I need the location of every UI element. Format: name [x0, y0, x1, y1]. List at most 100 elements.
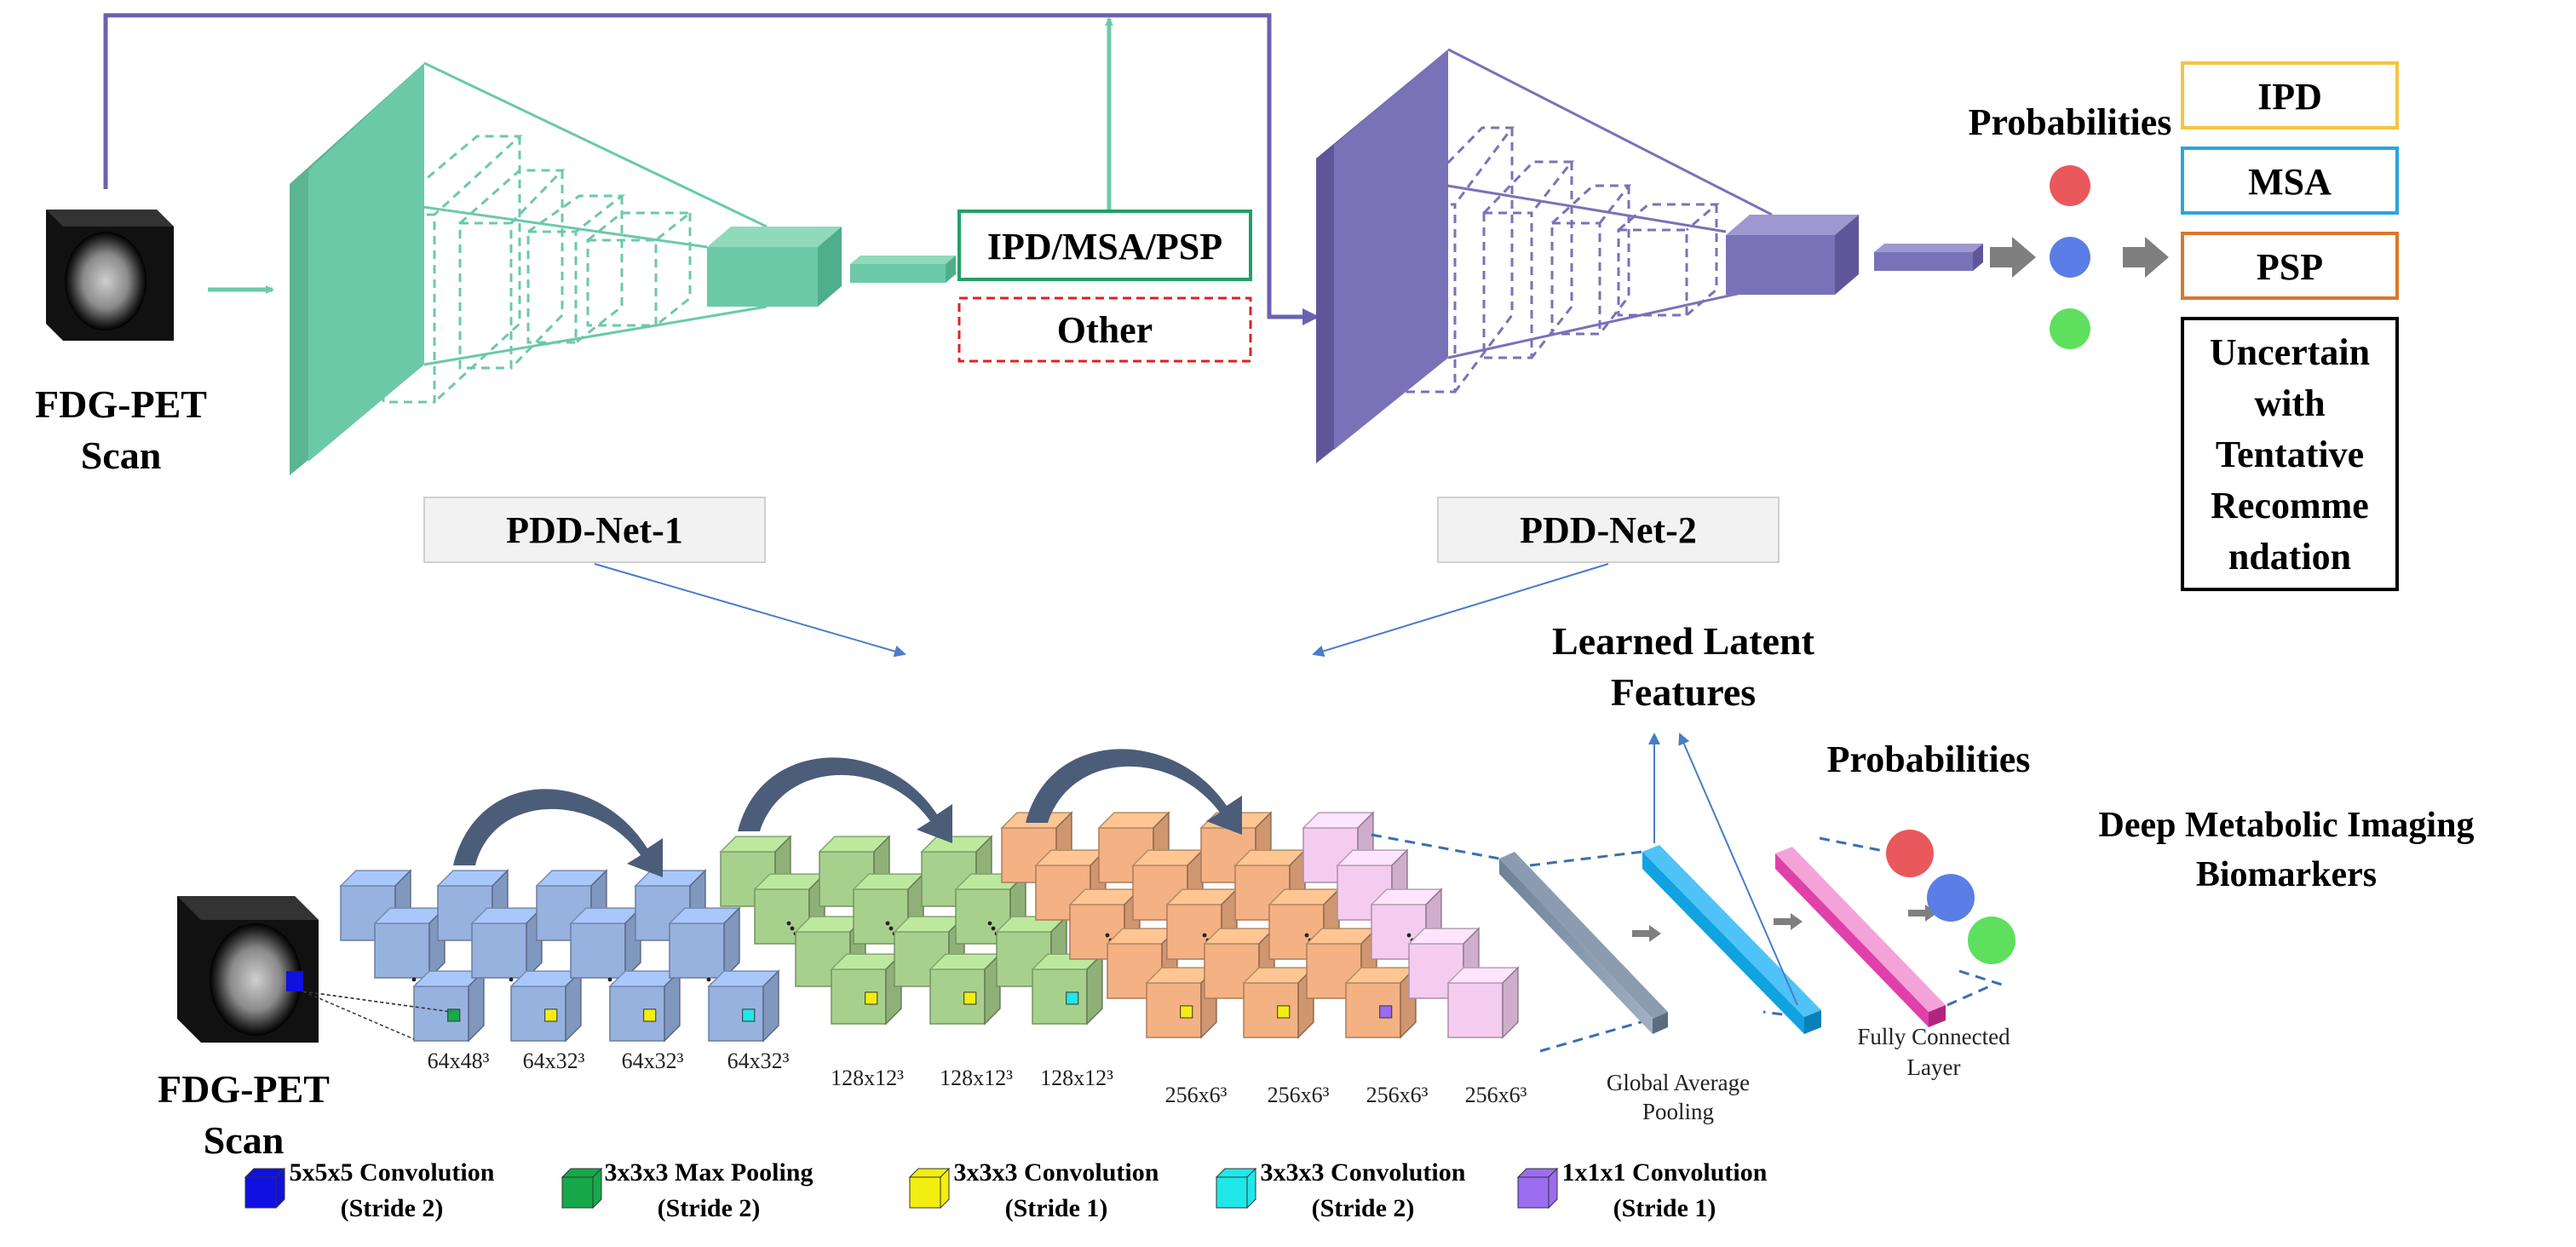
output-label-msa: MSA: [2248, 161, 2332, 203]
ellipsis-dot: [607, 977, 612, 982]
prob-dot-green: [2050, 308, 2090, 349]
bottom-prob-dot-blue: [1927, 874, 1975, 922]
gap-small-arrow: [1632, 925, 1661, 942]
size-label-6: 128x12³: [940, 1066, 1013, 1090]
prob-connector: [1958, 969, 2003, 986]
blue-block-4-c: [707, 969, 780, 1043]
ellipsis-dot: [509, 977, 514, 982]
legend-item-1: 5x5x5 Convolution (Stride 2): [244, 1158, 495, 1222]
output-box-ipd: [2181, 61, 2399, 129]
feedback-connector: [103, 13, 1320, 325]
latent-label-line2: Features: [1611, 670, 1756, 714]
legend-label-3-line1: 3x3x3 Convolution: [954, 1158, 1159, 1187]
pdd-net-2-label: PDD-Net-2: [1520, 509, 1697, 551]
output-box-uncertain: [2181, 317, 2399, 591]
blue-block-2-b: [470, 906, 543, 980]
kernel-marker: [1277, 1005, 1291, 1019]
pdd-net-2-network: [1316, 48, 1983, 463]
legend-label-1-line2: (Stride 2): [341, 1194, 444, 1222]
ellipsis-dot: [1406, 933, 1412, 938]
skip-arrow-2: [738, 757, 952, 843]
ellipsis-dot: [987, 921, 992, 926]
uncertain-line-3: Tentative: [2216, 434, 2364, 475]
blue-block-2-c: [509, 969, 583, 1043]
legend-label-4-line1: 3x3x3 Convolution: [1261, 1158, 1466, 1187]
bottom-prob-dot-red: [1886, 830, 1934, 877]
pink-block-e: [1446, 966, 1520, 1039]
uncertain-line-4: Recomme: [2211, 485, 2369, 526]
fc-label-line2: Layer: [1907, 1054, 1961, 1080]
input-label-bottom-line1: FDG-PET: [158, 1067, 330, 1111]
net2-to-detail-arrow: [1312, 563, 1609, 658]
classes-box-label: IPD/MSA/PSP: [987, 226, 1222, 267]
ellipsis-dot: [888, 926, 894, 931]
size-label-10: 256x6³: [1366, 1083, 1429, 1107]
output-box-msa: [2181, 147, 2399, 215]
net1-to-detail-arrow: [594, 563, 906, 658]
skip-arrow-1: [453, 789, 663, 877]
ellipsis-dot: [706, 977, 711, 982]
output-arrow-1: [1990, 237, 2036, 278]
ellipsis-dot: [411, 977, 417, 982]
fc-label-line1: Fully Connected: [1857, 1024, 2010, 1049]
orange-block-3-e: [1344, 966, 1417, 1039]
legend-label-1-line1: 5x5x5 Convolution: [290, 1158, 495, 1187]
ellipsis-dot: [1202, 933, 1207, 938]
input-label-top-line1: FDG-PET: [35, 382, 207, 426]
blue-block-3-c: [608, 969, 681, 1043]
gap-label-line2: Pooling: [1642, 1099, 1714, 1124]
legend-label-5-line1: 1x1x1 Convolution: [1562, 1158, 1768, 1187]
size-label-3: 64x32³: [622, 1049, 684, 1073]
kernel-marker: [1180, 1005, 1193, 1019]
legend-item-2: 3x3x3 Max Pooling(Stride 2): [561, 1158, 814, 1222]
green-block-2-d: [929, 952, 1002, 1026]
pdd-net-1-label: PDD-Net-1: [506, 509, 683, 551]
legend-item-4: 3x3x3 Convolution(Stride 2): [1215, 1158, 1466, 1222]
size-label-7: 128x12³: [1040, 1066, 1113, 1090]
ellipsis-dot: [885, 921, 890, 926]
biomarkers-label-line1: Deep Metabolic Imaging: [2099, 806, 2475, 845]
pdd-net-1-tab: PDD-Net-1: [423, 497, 766, 563]
kernel-marker: [1379, 1005, 1393, 1019]
kernel-marker: [544, 1009, 558, 1022]
input-kernel-connector: [302, 991, 415, 1040]
gap-label-line1: Global Average: [1607, 1070, 1750, 1095]
prob-dot-red: [2050, 165, 2090, 206]
size-label-9: 256x6³: [1268, 1083, 1330, 1107]
prob-dot-blue: [2050, 237, 2090, 278]
input-scan-cube-top: [46, 210, 174, 341]
skip-connection-arrows: [453, 749, 1242, 877]
uncertain-line-1: Uncertain: [2210, 331, 2370, 373]
input-scan-cube-bottom: [177, 896, 319, 1043]
ellipsis-dot: [991, 926, 996, 931]
kernel-marker: [1066, 991, 1079, 1005]
fully-connected-bar: [1775, 847, 1946, 1027]
latent-up-arrow-2: [1678, 733, 1798, 1006]
kernel-marker: [963, 991, 977, 1005]
input-label-top-line2: Scan: [81, 434, 162, 477]
legend: 5x5x5 Convolution (Stride 2) 3x3x3 Max Poo…: [244, 1158, 1768, 1222]
input-kernel-connector: [302, 991, 452, 1013]
legend-item-3: 3x3x3 Convolution (Stride 1): [908, 1158, 1159, 1222]
size-label-2: 64x32³: [523, 1049, 585, 1073]
bottom-probabilities-label: Probabilities: [1827, 738, 2031, 780]
legend-label-3-line2: (Stride 1): [1005, 1194, 1108, 1222]
size-label-5: 128x12³: [831, 1066, 904, 1090]
blue-block-4-b: [668, 906, 741, 980]
latent-connector-top: [1529, 850, 1643, 867]
orange-block-1-e: [1145, 966, 1218, 1039]
fc-connector-bottom: [1946, 983, 1994, 1007]
other-box-label: Other: [1057, 309, 1153, 351]
size-label-1: 64x48³: [428, 1049, 490, 1073]
fc-connector-top: [1819, 836, 1889, 853]
ellipsis-dot: [790, 926, 795, 931]
gap-connector-bottom: [1539, 1017, 1653, 1053]
latent-small-arrow: [1774, 913, 1803, 930]
blue-block-1-b: [373, 906, 446, 980]
classes-box: [957, 210, 1252, 281]
latent-features-bar: [1642, 845, 1821, 1034]
conv-blocks: [302, 811, 1520, 1043]
green-block-3-d: [1031, 952, 1104, 1026]
gap-connector-top: [1371, 833, 1500, 860]
